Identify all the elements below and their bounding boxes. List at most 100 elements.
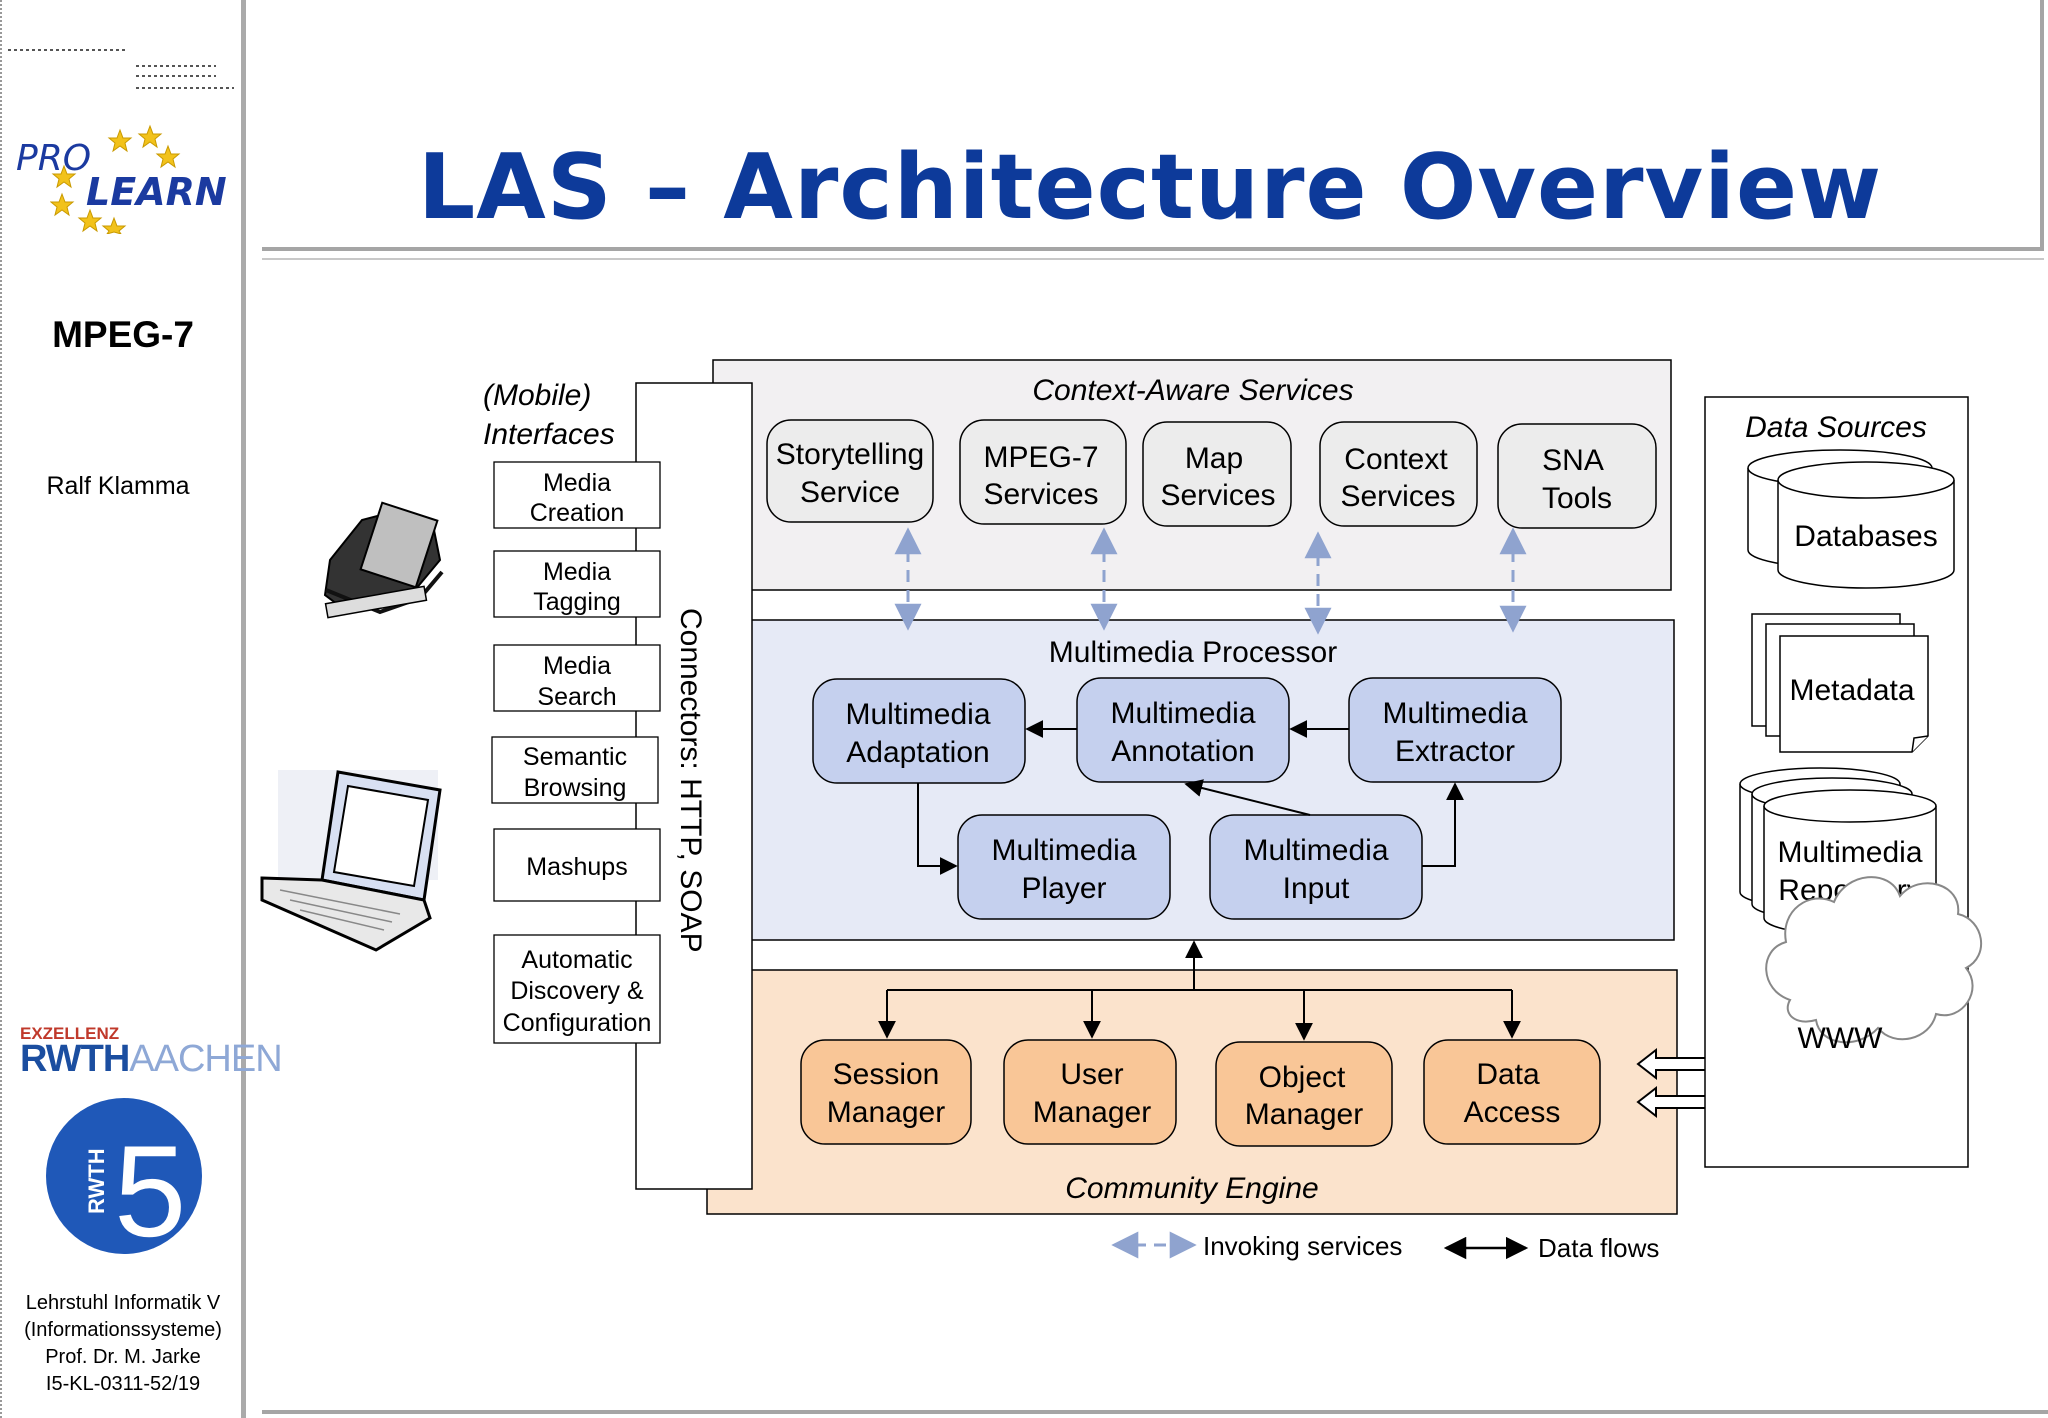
node-label: Data [1476,1058,1540,1091]
interface-media-creation [493,461,661,529]
i5-logo-number: 5 [114,1118,186,1256]
node-label: Manager [1245,1098,1363,1131]
content-bottom-border [262,1410,2048,1414]
multimedia-player-node [957,814,1171,920]
node-label: Manager [827,1096,945,1129]
node-label: Adaptation [846,736,989,769]
legend: Invoking services Data flows [1111,1231,1659,1263]
header-right-border [2040,0,2044,250]
laptop-icon [260,770,442,952]
map-services-node [1142,421,1292,527]
legend-dataflows-label: Data flows [1538,1233,1659,1263]
prolearn-logo-pro: PRO [16,138,92,179]
sidebar-footer: Lehrstuhl Informatik V (Informationssyst… [0,1290,246,1398]
object-manager-node [1215,1041,1393,1147]
sna-tools-node [1497,423,1657,529]
user-manager-node [1003,1039,1177,1145]
community-engine-label: Community Engine [1065,1172,1318,1205]
node-label: Multimedia [1243,834,1388,867]
rwth-logo-city: AACHEN [129,1038,282,1080]
fine-print-graphic [8,49,234,89]
node-label: Session [833,1058,940,1091]
node-label: Player [1021,872,1106,905]
context-service-nodes: Storytelling Service MPEG-7 Services Map… [766,419,1657,529]
rwth-excellence-label: EXZELLENZ [20,1024,120,1043]
rwth-logo: RWTHAACHEN [20,1038,283,1081]
prolearn-logo-learn: LEARN [86,170,227,214]
node-label: Context [1344,443,1448,476]
mpeg7-services-node [959,419,1127,525]
multimedia-processor-nodes: Multimedia Adaptation Multimedia Annotat… [812,677,1562,920]
node-label: Access [1464,1096,1561,1129]
connectors-label: Connectors: HTTP, SOAP [674,608,707,953]
interface-label: Automatic [521,946,632,974]
interface-automatic-discovery [493,934,661,1044]
metadata-label: Metadata [1789,674,1914,707]
footer-line: Prof. Dr. M. Jarke [45,1346,201,1368]
content-top-border [262,258,2044,260]
sidebar-dotted-edge [0,0,244,1418]
title-divider [262,247,2044,251]
interface-label: Creation [530,499,625,527]
interface-label: Media [543,469,611,497]
node-label: Manager [1033,1096,1151,1129]
node-label: Storytelling [776,438,924,471]
footer-line: I5-KL-0311-52/19 [45,1373,201,1395]
node-label: User [1060,1058,1123,1091]
node-label: Multimedia [1110,697,1255,730]
i5-logo-text: RWTH [84,1148,109,1214]
node-label: Annotation [1111,735,1254,768]
node-label: Services [1340,480,1455,513]
processor-data-flows [878,720,1521,1041]
interface-label: Mashups [526,853,627,881]
node-label: Input [1283,872,1350,905]
node-label: Object [1259,1061,1346,1094]
footer-line: (Informationssysteme) [24,1319,222,1341]
node-label: Multimedia [1382,697,1527,730]
node-label: Map [1185,442,1243,475]
repository-label-line1: Multimedia [1777,836,1922,869]
node-label: Services [983,478,1098,511]
interface-label: Media [543,558,611,586]
invoking-arrows [894,527,1527,635]
community-engine-nodes: Session Manager User Manager Object Mana… [800,1039,1601,1147]
www-label: WWW [1798,1022,1884,1055]
interface-semantic-browsing [491,736,659,804]
databases-icon [1747,449,1955,589]
i5-logo-icon: RWTH 5 [46,1098,202,1256]
interface-label: Tagging [533,588,621,616]
data-access-node [1423,1039,1601,1145]
node-label: Multimedia [845,698,990,731]
context-aware-label: Context-Aware Services [1032,374,1353,407]
interface-boxes: Media Creation Media Tagging Media Searc… [491,461,661,1044]
interface-label: Configuration [503,1009,652,1037]
session-manager-node [800,1039,972,1145]
interface-label: Search [537,683,616,711]
mobile-device-icon [323,501,444,619]
multimedia-processor-label: Multimedia Processor [1049,636,1337,669]
node-label: Multimedia [991,834,1136,867]
sidebar-title: MPEG-7 [52,314,194,355]
interface-label: Media [543,652,611,680]
metadata-icon [1751,613,1929,753]
node-label: Extractor [1395,735,1515,768]
interface-media-tagging [493,550,661,618]
interface-label: Browsing [524,774,627,802]
interfaces-label-line2: Interfaces [483,418,615,451]
node-label: MPEG-7 [983,441,1098,474]
node-label: Service [800,476,900,509]
node-label: Tools [1542,482,1612,515]
data-sources-label: Data Sources [1745,411,1927,444]
rwth-logo-name: RWTH [20,1038,130,1080]
interface-media-search [493,644,661,712]
databases-label: Databases [1794,520,1937,553]
node-label: Services [1160,479,1275,512]
prolearn-stars-icon [50,124,181,234]
www-cloud-icon [1765,876,1983,1044]
storytelling-service-node [766,419,934,523]
legend-invoking-label: Invoking services [1203,1231,1402,1261]
interface-mashups [493,828,661,902]
context-services-node [1319,421,1478,527]
node-label: SNA [1542,444,1604,477]
